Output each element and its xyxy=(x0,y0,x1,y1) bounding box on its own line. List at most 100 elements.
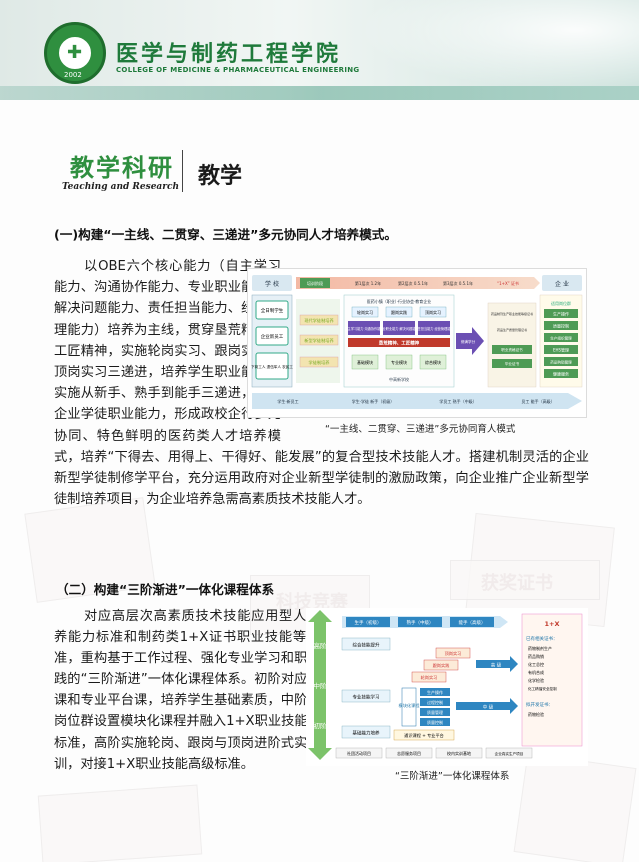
bottom-label: 社团活动项目 xyxy=(347,750,371,756)
paragraph-part2: 对应高层次高素质技术技能应用型人才培养能力标准和制药类1+X证书职业技能等级标准… xyxy=(54,609,334,772)
base-label: 中高新学校 xyxy=(389,376,409,382)
module-box xyxy=(419,354,447,370)
module-item: 生产操作 xyxy=(427,689,443,695)
stage-label: 第2层次 0.5.1年 xyxy=(398,280,428,286)
stair-label: 综合技能提升 xyxy=(353,642,380,649)
module-item-box xyxy=(420,698,450,706)
cert-item: 药物制剂生产 xyxy=(528,645,552,651)
figure-caption-1: “一主线、二贯穿、三递进”多元协同育人模式 xyxy=(325,424,516,435)
practice-label: 顶岗实习 xyxy=(445,650,462,657)
core-item: 轮岗实习 xyxy=(357,309,373,315)
jobs-title: 适用岗位群 xyxy=(551,300,571,306)
bottom-box xyxy=(385,747,433,759)
tag-box xyxy=(346,617,390,627)
enterprise-header-box xyxy=(542,275,582,291)
base-label: 通识课程 + 专业平台 xyxy=(404,732,444,739)
left-box-label: 全日制学生 xyxy=(261,307,284,314)
college-name-en: COLLEGE OF MEDICINE & PHARMACEUTICAL ENG… xyxy=(116,66,360,74)
tag-box xyxy=(450,617,494,627)
logo-emblem: ✚ xyxy=(57,35,93,71)
mid-box xyxy=(299,314,339,326)
tag-label: 能手（高级） xyxy=(459,619,486,626)
top-stages: 培训阶段 第1层次 1.2年 第2层次 0.5.1年 第3层次 0.5.1年 “… xyxy=(300,278,519,288)
left-box xyxy=(255,326,289,346)
bottom-label: 志愿服务项目 xyxy=(397,750,421,756)
practice-box xyxy=(411,671,447,683)
module-item: 质量控制 xyxy=(427,719,443,725)
module-box xyxy=(351,354,379,370)
cert-item: 有机合成 xyxy=(528,669,544,675)
base-box xyxy=(393,729,455,741)
job-box xyxy=(544,309,578,318)
logo-year: 2002 xyxy=(64,71,82,79)
bottom-box xyxy=(435,747,483,759)
level-label: 中阶 xyxy=(314,681,328,690)
tag-box xyxy=(398,617,442,627)
job-box xyxy=(544,333,578,342)
job-box xyxy=(544,321,578,330)
stage-box xyxy=(300,278,330,288)
cert-item: 化工精馏安全控制 xyxy=(528,686,557,691)
left-box xyxy=(255,352,289,380)
logo-cross-icon: ✚ xyxy=(67,42,83,63)
section-divider xyxy=(182,150,183,192)
stage-label: “1+X” 证书 xyxy=(497,280,519,286)
watermark-certificate: 获奖证书 xyxy=(450,560,600,600)
college-logo: ✚ 2002 xyxy=(44,22,106,84)
stair-box xyxy=(341,725,391,739)
module-block-label: 模块化课程 xyxy=(399,702,421,709)
heading-part2: （二）构建“三阶渐进”一体化课程体系 xyxy=(56,582,275,597)
school-header-box xyxy=(252,275,292,291)
high-label: 高 级 xyxy=(491,662,502,669)
section-title: 教学科研 xyxy=(70,153,174,182)
module-item: 质量管理 xyxy=(427,709,443,715)
stair-label: 专业技能学习 xyxy=(353,694,380,701)
left-box-label: 下岗工人 退伍军人 农民工 xyxy=(251,364,293,369)
cert-item: 毕业证书 xyxy=(505,361,520,366)
bottom-box xyxy=(485,747,533,759)
training-model-diagram: 学 校 企 业 培训阶段 第1层次 1.2年 第2层次 0.5.1年 第3层次 … xyxy=(247,268,587,418)
x-cert-title: 1+X xyxy=(545,620,560,628)
module-block xyxy=(401,687,417,727)
core-item-box xyxy=(419,306,447,318)
stage-arrow xyxy=(296,277,540,289)
module-label: 专业模块 xyxy=(391,359,407,365)
track-label: 学员工 熟手（中级） xyxy=(439,398,476,404)
spirit-label: 垦荒精神、工匠精神 xyxy=(379,340,420,347)
header-stripe xyxy=(0,86,639,100)
core-item: 顶岗实习 xyxy=(425,309,441,315)
watermark-text: 科技竞赛 xyxy=(276,592,348,613)
part2-text-block: 对应高层次高素质技术技能应用型人才培养能力标准和制药类1+X证书职业技能等级标准… xyxy=(54,606,592,846)
practice-box xyxy=(435,647,471,659)
cert-item: 药品生产质量管理证书 xyxy=(497,327,527,332)
paragraph-part1: 以OBE六个核心能力（自主学习能力、沟通协作能力、专业职业能力、解决问题能力、责… xyxy=(54,259,589,508)
cert-item: 职业资格证书 xyxy=(501,347,523,352)
job-label: 药品购销管理 xyxy=(550,360,572,365)
course-system-svg: 高阶 中阶 初阶 生手（初级） 熟手（中级） 能手（高级） 综合技能提升 专业技… xyxy=(308,610,583,760)
module-item-box xyxy=(420,718,450,726)
practice-label: 轮岗实习 xyxy=(421,674,438,681)
jobs-list: 生产操作 质量控制 生产组织管理 EHS管理 药品购销管理 健康服务 xyxy=(544,309,578,378)
mid-box-label: 新型学徒制培养 xyxy=(304,337,334,344)
core-item: 跟岗实践 xyxy=(391,309,407,315)
cert-highlight xyxy=(492,359,532,368)
mid-arrow xyxy=(456,698,518,714)
level-label: 高阶 xyxy=(314,641,328,650)
cert-item: 药品购销 xyxy=(528,653,544,659)
training-model-svg: 学 校 企 业 培训阶段 第1层次 1.2年 第2层次 0.5.1年 第3层次 … xyxy=(251,275,583,409)
page-header: ✚ 2002 医学与制药工程学院 COLLEGE OF MEDICINE & P… xyxy=(0,0,639,100)
spirit-bar xyxy=(348,338,450,347)
ability-box xyxy=(383,321,415,335)
level-arrow xyxy=(308,610,332,760)
stage-label: 培训阶段 xyxy=(307,280,323,286)
module-label: 综合模块 xyxy=(425,359,441,365)
practice-label: 跟岗实践 xyxy=(433,662,451,669)
bottom-modules: 基础模块 专业模块 综合模块 xyxy=(351,354,447,370)
mid-box xyxy=(299,356,339,368)
job-box xyxy=(544,345,578,354)
stair-box xyxy=(341,637,391,651)
job-label: EHS管理 xyxy=(553,347,569,353)
track-arrow xyxy=(252,393,582,409)
job-label: 生产操作 xyxy=(553,311,569,317)
module-items: 生产操作 过程控制 质量管理 质量控制 xyxy=(420,688,450,726)
